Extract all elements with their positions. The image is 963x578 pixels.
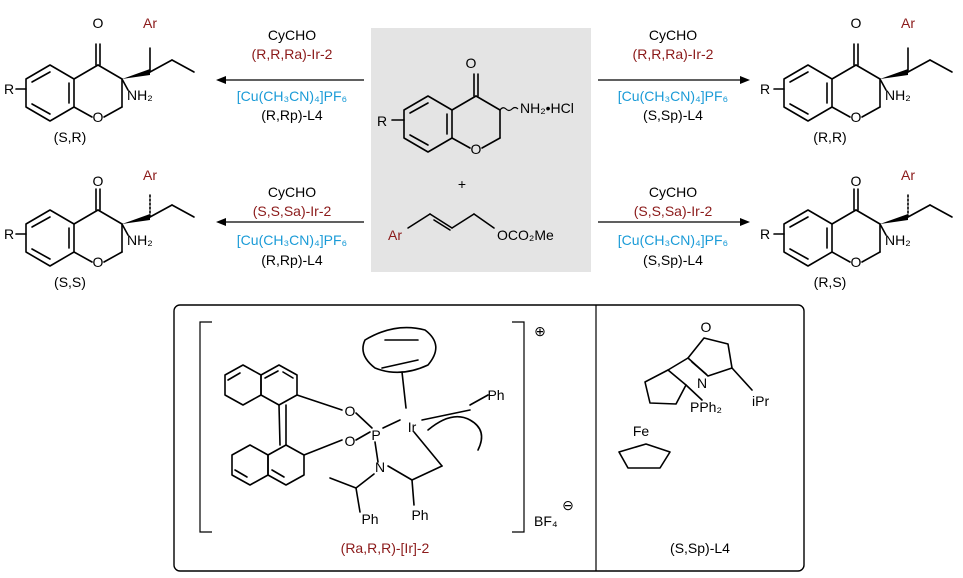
copper-label: [Cu(CH₃CN)₄]PF₆ (237, 88, 347, 104)
carbonate-label: OCO₂Me (497, 227, 554, 243)
atom-o1: O (345, 403, 356, 419)
catalyst-ligand-panel (173, 304, 805, 572)
product-top-right (773, 43, 953, 122)
product-bl-amine: NH₂ (127, 232, 153, 248)
counterion-charge-symbol: ⊖ (562, 497, 574, 513)
product-top-left (15, 43, 195, 122)
ligand-label: (R,Rp)-L4 (261, 107, 323, 123)
product-br-ring-o: O (851, 254, 862, 270)
catalyst-label: (S,S,Sa)-Ir-2 (253, 203, 332, 219)
ligand-label: (R,Rp)-L4 (261, 252, 323, 268)
product-bl-ar: Ar (143, 167, 157, 183)
center-ring-o-label: O (471, 141, 482, 157)
ligand-panel-label: (S,Sp)-L4 (670, 540, 730, 556)
product-br-ar: Ar (901, 167, 915, 183)
catalyst-label: (R,R,Ra)-Ir-2 (252, 46, 333, 62)
reagent-label: CyCHO (268, 184, 316, 200)
conditions-bottom-left: CyCHO (S,S,Sa)-Ir-2 [Cu(CH₃CN)₄]PF₆ (R,R… (237, 184, 347, 268)
product-bottom-right (773, 188, 953, 267)
product-tl-stereo-label: (S,R) (54, 129, 87, 145)
product-tr-amine: NH₂ (885, 87, 911, 103)
center-oxo-label: O (466, 55, 477, 71)
charge-symbol: ⊕ (534, 323, 546, 339)
product-tl-ring-o: O (93, 109, 104, 125)
product-bl-oxo: O (93, 173, 104, 189)
product-tr-stereo-label: (R,R) (813, 129, 846, 145)
allyl-carbonate-structure (407, 213, 495, 231)
reagent-label: CyCHO (268, 27, 316, 43)
atom-n: N (375, 459, 385, 475)
ligand-atom-ipr: iPr (752, 393, 769, 409)
atom-ph-right: Ph (411, 507, 428, 523)
reagent-label: CyCHO (649, 184, 697, 200)
product-br-r: R (760, 226, 770, 242)
ligand-atom-n: N (697, 375, 707, 391)
ligand-atom-o: O (701, 319, 712, 335)
atom-o2: O (345, 433, 356, 449)
ligand-label: (S,Sp)-L4 (643, 252, 703, 268)
product-br-amine: NH₂ (885, 232, 911, 248)
conditions-top-left: CyCHO (R,R,Ra)-Ir-2 [Cu(CH₃CN)₄]PF₆ (R,R… (237, 27, 347, 123)
aminochromanone-structure (391, 73, 519, 153)
copper-label: [Cu(CH₃CN)₄]PF₆ (618, 88, 728, 104)
product-tl-r: R (4, 81, 14, 97)
atom-ph-left: Ph (361, 511, 378, 527)
product-bottom-left (15, 188, 195, 267)
product-bl-r: R (4, 226, 14, 242)
atom-ir: Ir (408, 419, 417, 435)
product-tr-oxo: O (851, 15, 862, 31)
product-tr-r: R (760, 81, 770, 97)
atom-ph-allyl: Ph (487, 387, 504, 403)
starting-materials-box (371, 28, 591, 272)
copper-label: [Cu(CH₃CN)₄]PF₆ (237, 232, 347, 248)
product-tl-ar: Ar (143, 15, 157, 31)
center-r-label: R (377, 113, 387, 129)
product-bl-ring-o: O (93, 254, 104, 270)
catalyst-panel-label: (Ra,R,R)-[Ir]-2 (341, 540, 430, 556)
ligand-atom-fe: Fe (633, 423, 650, 439)
product-tl-oxo: O (93, 15, 104, 31)
counterion-label: BF₄ (534, 513, 558, 529)
product-tr-ring-o: O (851, 109, 862, 125)
product-br-oxo: O (851, 173, 862, 189)
reaction-arrows (216, 76, 750, 226)
conditions-top-right: CyCHO (R,R,Ra)-Ir-2 [Cu(CH₃CN)₄]PF₆ (S,S… (618, 27, 728, 123)
product-tl-amine: NH₂ (127, 87, 153, 103)
catalyst-label: (R,R,Ra)-Ir-2 (633, 46, 714, 62)
plus-sign: + (458, 176, 466, 192)
reagent-label: CyCHO (649, 27, 697, 43)
product-tr-ar: Ar (901, 15, 915, 31)
ferrocenyl-ligand-structure (618, 337, 753, 469)
conditions-bottom-right: CyCHO (S,S,Sa)-Ir-2 [Cu(CH₃CN)₄]PF₆ (S,S… (618, 184, 728, 268)
center-amine-salt-label: NH₂•HCl (520, 100, 574, 116)
product-bl-stereo-label: (S,S) (54, 274, 86, 290)
product-br-stereo-label: (R,S) (814, 274, 847, 290)
ligand-atom-pph2: PPh₂ (690, 399, 722, 415)
copper-label: [Cu(CH₃CN)₄]PF₆ (618, 232, 728, 248)
ligand-label: (S,Sp)-L4 (643, 107, 703, 123)
iridium-complex-structure (199, 321, 525, 533)
atom-p: P (371, 427, 380, 443)
allyl-ar-label: Ar (388, 227, 402, 243)
catalyst-label: (S,S,Sa)-Ir-2 (634, 203, 713, 219)
